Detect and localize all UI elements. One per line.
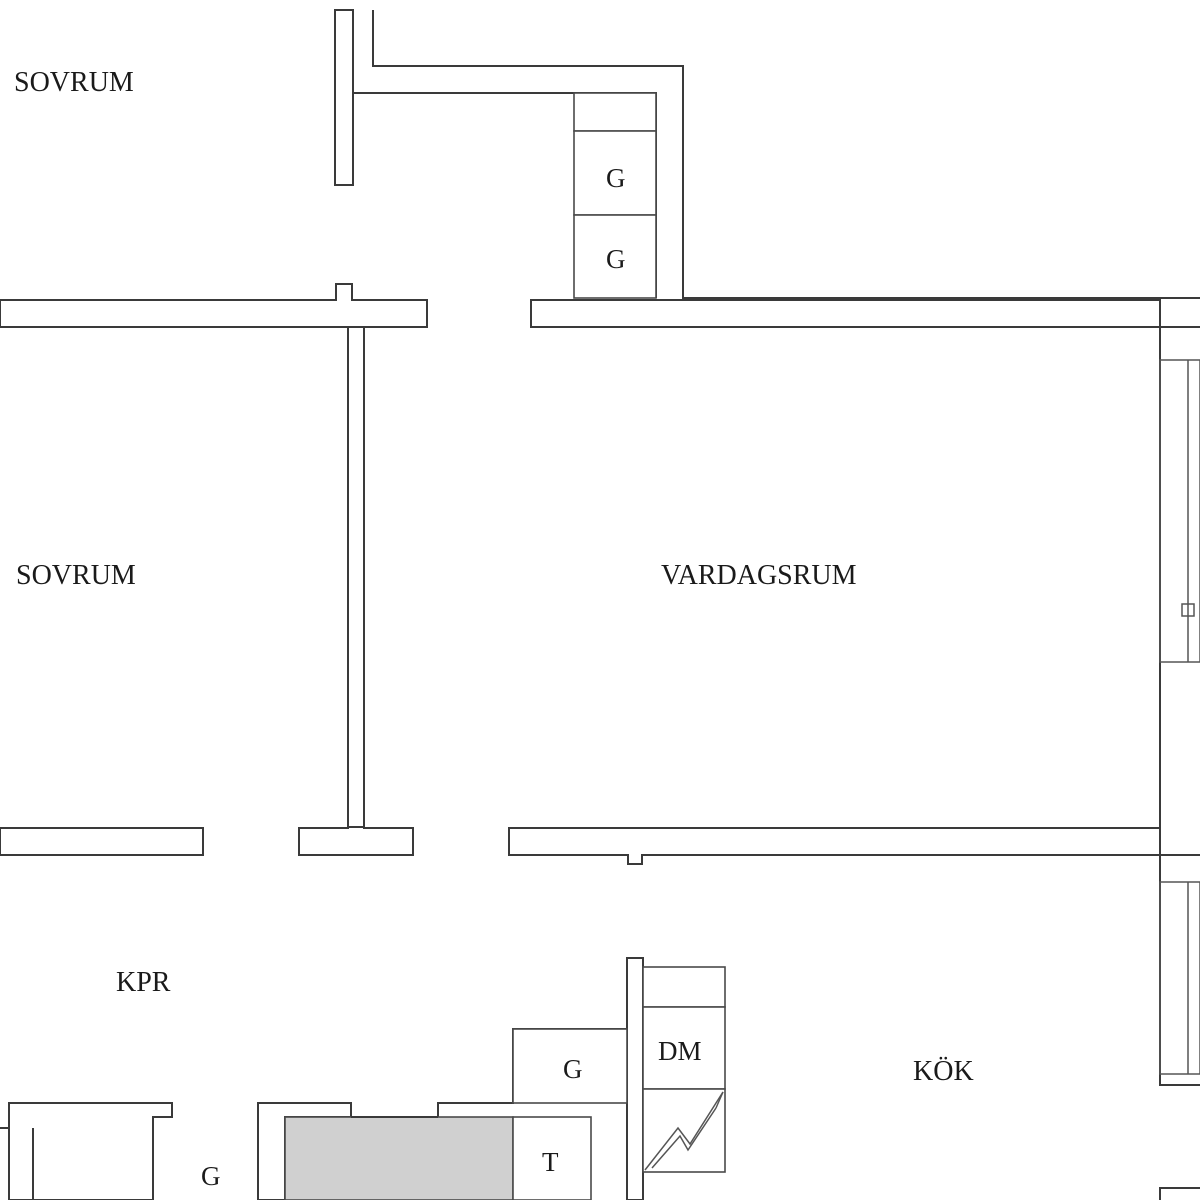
kitchen-right-wall: [1159, 855, 1200, 1200]
toilet-label: T: [542, 1147, 559, 1177]
stove-lightning-icon: [644, 1091, 724, 1171]
closet-label-g2: G: [606, 244, 626, 274]
room-label-kok: KÖK: [913, 1056, 974, 1087]
room-label-sovrum-left: SOVRUM: [16, 560, 136, 591]
toilet-box: [512, 1116, 592, 1200]
closet-shelf: [573, 92, 657, 132]
kitchen-fixtures: [626, 957, 726, 1200]
room-label-sovrum-top: SOVRUM: [14, 67, 134, 98]
wall-segment-lower-middle: [298, 826, 414, 856]
dishwasher-label: DM: [658, 1036, 702, 1066]
shaded-fixture: [284, 1116, 514, 1200]
room-label-kpr: KPR: [116, 967, 171, 998]
wall-segment-lower-right: [508, 827, 1161, 865]
wall-segment-lower-left: [0, 827, 204, 856]
closet-label-g3: G: [563, 1054, 583, 1084]
middle-upper-walls: [0, 283, 1200, 328]
room-labels: SOVRUM SOVRUM VARDAGSRUM KPR KÖK: [14, 67, 974, 1087]
upper-corridor-walls: [334, 9, 1200, 299]
middle-lower-walls: [0, 826, 1200, 865]
kitchen-wall-line: [1159, 855, 1200, 1086]
closet-g2: [573, 214, 657, 299]
room-label-vardagsrum: VARDAGSRUM: [661, 560, 857, 591]
lower-left-walls: [0, 1028, 628, 1200]
partition-wall-vertical: [347, 326, 365, 828]
outer-wall-line: [372, 10, 1200, 299]
wall-segment: [334, 9, 354, 186]
stove-lightning-icon-inner: [651, 1107, 717, 1169]
living-room-right-wall: [1159, 327, 1200, 828]
closet-label-g4: G: [201, 1161, 221, 1191]
closet-label-g1: G: [606, 163, 626, 193]
kitchen-partition: [626, 957, 644, 1200]
fixture-labels: G G G G DM T: [201, 163, 702, 1191]
window-handle: [1181, 603, 1195, 617]
dishwasher-box: [642, 1006, 726, 1090]
wall-left-upper: [0, 283, 428, 328]
wall-block-bath: [8, 1102, 173, 1200]
stove-box: [642, 1088, 726, 1173]
wall-right-upper: [530, 299, 1161, 328]
stove-lightning-tip: [715, 1091, 724, 1109]
closet-g1: [573, 130, 657, 216]
kitchen-shelf: [642, 966, 726, 1008]
window: [1159, 359, 1200, 663]
kitchen-window: [1159, 881, 1200, 1075]
closet-g3: [512, 1028, 628, 1104]
partition-wall: [347, 326, 365, 828]
closet-stack-top: [573, 92, 657, 299]
kitchen-wall-corner: [1159, 1187, 1200, 1200]
